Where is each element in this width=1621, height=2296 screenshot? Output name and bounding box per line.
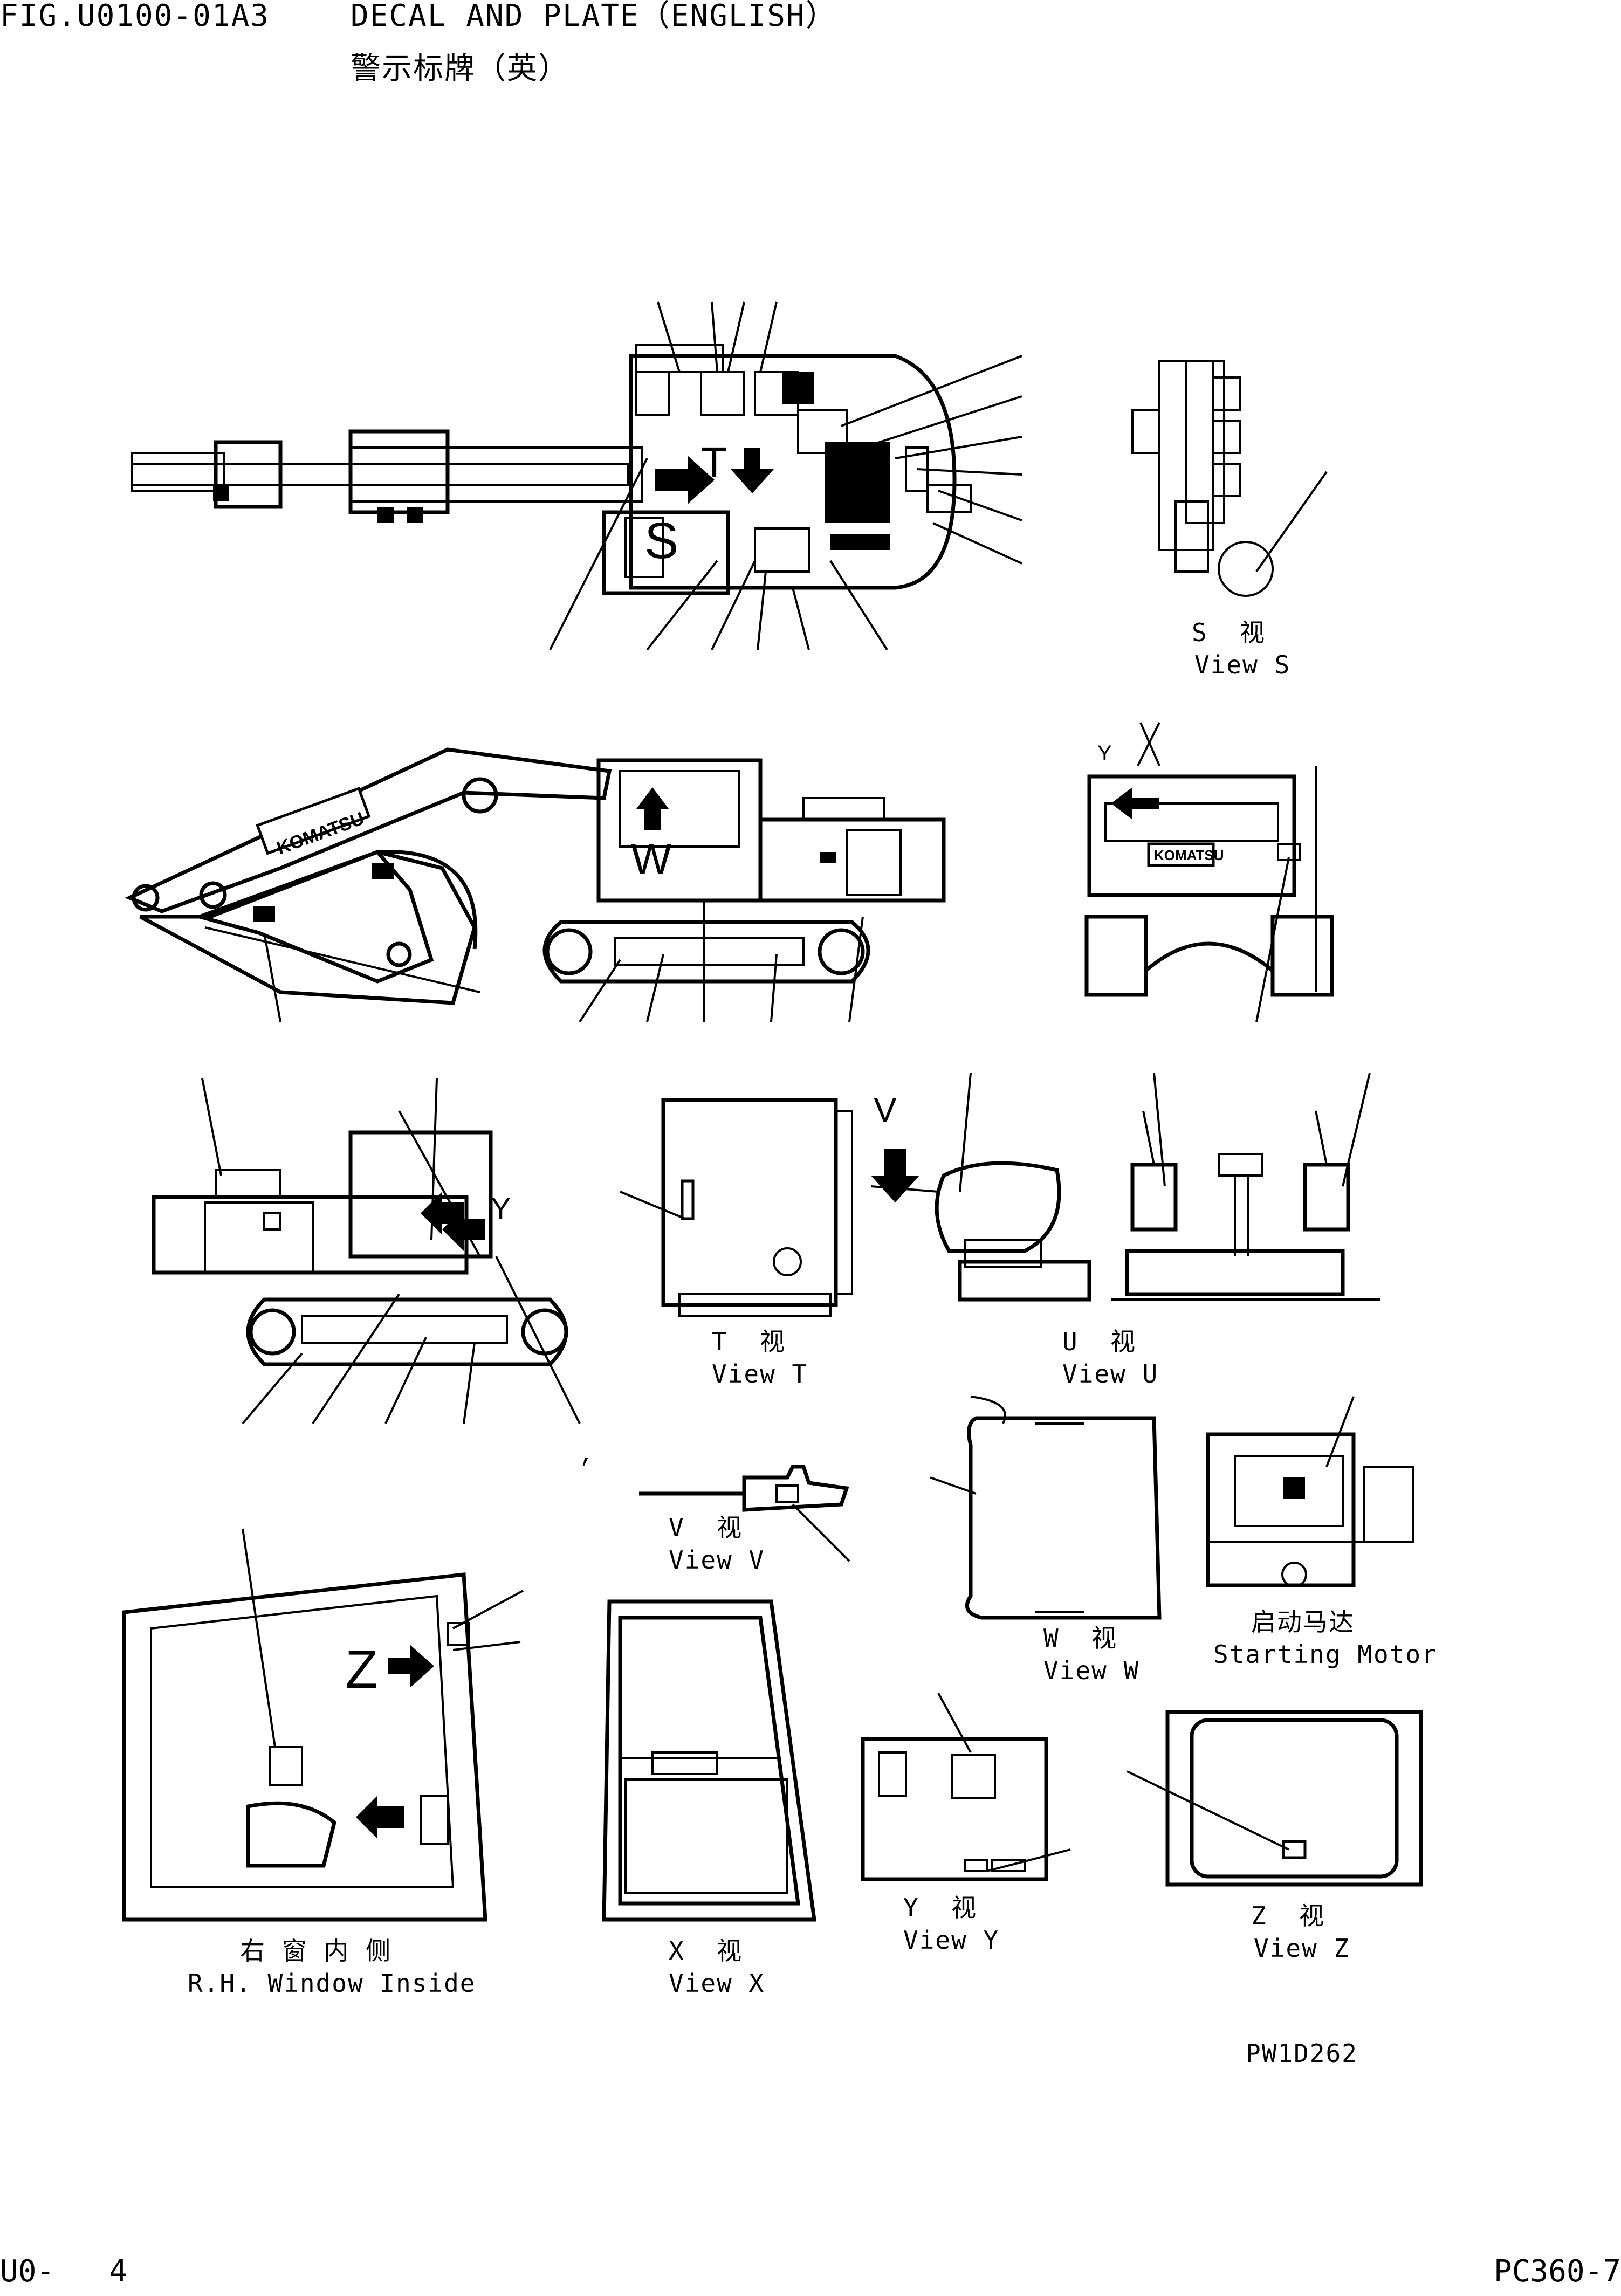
view-v-drawing — [639, 1467, 849, 1561]
view-s-caption-cn: S 视 — [1192, 618, 1266, 647]
top-view-excavator: T S — [132, 302, 1022, 650]
view-s-drawing — [1132, 361, 1327, 596]
marker-s-top: S — [644, 512, 678, 569]
view-u-drawing — [1111, 1073, 1380, 1300]
starting-motor-caption-cn: 启动马达 — [1251, 1607, 1355, 1637]
view-w-drawing — [930, 1397, 1159, 1618]
view-w-caption-en: View W — [1043, 1656, 1140, 1685]
marker-y-side: Y — [491, 1191, 511, 1225]
view-t-drawing — [620, 1100, 852, 1316]
marker-z-window: Z — [345, 1639, 378, 1700]
view-t-caption-cn: T 视 — [712, 1327, 786, 1356]
view-y-drawing — [863, 1693, 1070, 1879]
figure-code: FIG.U0100-01A3 — [0, 0, 270, 33]
rh-window-caption-en: R.H. Window Inside — [188, 1969, 476, 1998]
rh-window-caption-cn: 右 窗 内 侧 — [240, 1936, 392, 1965]
view-x-caption-en: View X — [669, 1969, 765, 1998]
rh-window-drawing: Z — [124, 1529, 523, 1920]
view-y-caption-cn: Y 视 — [903, 1893, 978, 1922]
view-v-caption-cn: V 视 — [669, 1513, 743, 1542]
drawing-code: PW1D262 — [1246, 2039, 1358, 2068]
view-t-caption-en: View T — [712, 1359, 808, 1388]
model-number: PC360-7 — [1493, 2254, 1621, 2289]
stray-comma: , — [580, 1441, 595, 1469]
seat-view-drawing: V — [871, 1073, 1089, 1300]
view-w-caption-cn: W 视 — [1043, 1624, 1118, 1653]
view-z-caption-cn: Z 视 — [1251, 1901, 1325, 1930]
view-v-caption-en: View V — [669, 1545, 765, 1575]
view-z-caption-en: View Z — [1254, 1934, 1350, 1963]
marker-v: V — [874, 1090, 897, 1129]
komatsu-brand-rear: KOMATSU — [1154, 847, 1224, 863]
view-y-caption-en: View Y — [903, 1926, 1000, 1955]
view-u-caption-en: View U — [1062, 1359, 1159, 1388]
starting-motor-caption-en: Starting Motor — [1213, 1640, 1438, 1669]
side-view-left: KOMATSU W — [129, 750, 944, 1022]
figure-title-english: DECAL AND PLATE（ENGLISH） — [351, 0, 837, 33]
marker-w: W — [631, 835, 672, 883]
figure-title-chinese: 警示标牌（英） — [351, 51, 569, 86]
side-view-right: Y — [154, 1078, 580, 1424]
view-u-caption-cn: U 视 — [1062, 1327, 1137, 1356]
view-x-caption-cn: X 视 — [669, 1936, 743, 1965]
view-s-caption-en: View S — [1194, 650, 1291, 679]
rear-view: KOMATSU Y — [1087, 723, 1332, 1022]
starting-motor-drawing — [1208, 1397, 1413, 1586]
page-number: U0- 4 — [0, 2254, 128, 2289]
marker-y-rear: Y — [1097, 741, 1112, 765]
view-x-drawing — [604, 1601, 814, 1920]
marker-t-top: T — [701, 438, 727, 486]
view-z-drawing — [1127, 1712, 1421, 1885]
